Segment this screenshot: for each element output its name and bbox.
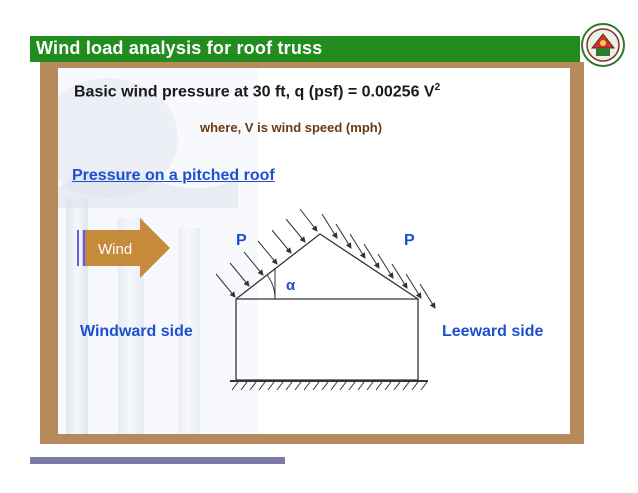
pressure-label-left: P [236, 232, 247, 249]
wind-arrow: Wind [77, 218, 170, 278]
windward-side-label: Windward side [80, 323, 193, 340]
angle-label: α [286, 277, 296, 294]
formula-exponent: 2 [434, 82, 441, 93]
leeward-pressure-arrows [321, 213, 436, 309]
wall-outline [235, 298, 419, 381]
formula-note: where, V is wind speed (mph) [200, 120, 383, 135]
roof-outline [235, 233, 419, 300]
footer-accent-line [30, 457, 285, 464]
ground-hatch [230, 380, 428, 391]
content-panel: Basic wind pressure at 30 ft, q (psf) = … [58, 68, 570, 434]
title-bar: Wind load analysis for roof truss [30, 36, 580, 62]
roof-pressure-diagram: Wind [77, 208, 543, 391]
wind-label: Wind [98, 241, 132, 258]
pressure-label-right: P [404, 232, 415, 249]
slide-title: Wind load analysis for roof truss [36, 38, 323, 58]
formula-text: Basic wind pressure at 30 ft, q (psf) = … [74, 83, 435, 101]
leeward-side-label: Leeward side [442, 323, 543, 340]
windward-pressure-arrows [215, 208, 318, 298]
section-heading: Pressure on a pitched roof [72, 167, 275, 184]
university-seal-icon [581, 23, 625, 67]
wind-pressure-formula: Basic wind pressure at 30 ft, q (psf) = … [74, 82, 440, 101]
roof-angle-arc [266, 274, 276, 300]
